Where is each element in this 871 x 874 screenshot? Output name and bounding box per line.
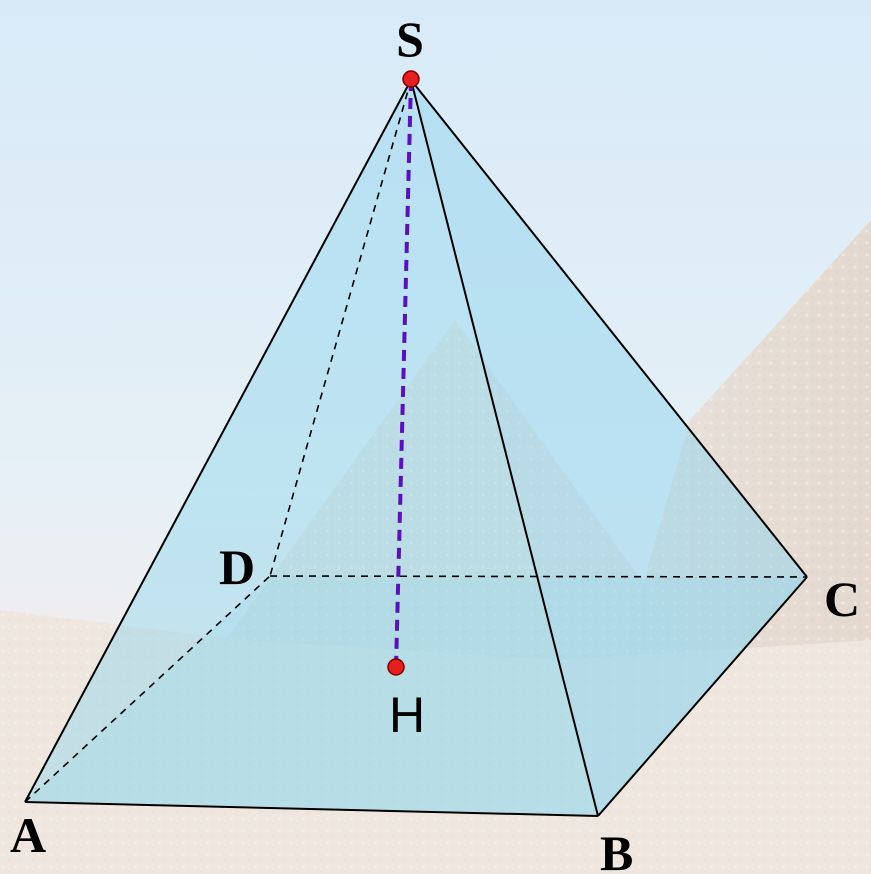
face-sab bbox=[25, 80, 598, 816]
visible-edges bbox=[24, 79, 808, 817]
edge-sc bbox=[410, 79, 808, 578]
label-c: C bbox=[824, 571, 860, 627]
label-s: S bbox=[396, 11, 424, 67]
edge-sd bbox=[269, 79, 412, 577]
face-sbc bbox=[411, 80, 807, 816]
label-d: D bbox=[219, 539, 255, 595]
base-abcd bbox=[25, 576, 807, 816]
label-h: H bbox=[389, 687, 425, 743]
label-a: A bbox=[10, 807, 46, 863]
edge-ad bbox=[24, 575, 271, 803]
point-s bbox=[402, 70, 420, 88]
point-h bbox=[387, 658, 405, 676]
label-b: B bbox=[600, 825, 633, 874]
edge-bc bbox=[597, 576, 808, 817]
edge-ab bbox=[24, 801, 599, 817]
edge-sa bbox=[24, 79, 412, 803]
height-sh bbox=[394, 79, 413, 668]
edge-dc bbox=[269, 575, 808, 578]
hidden-edges bbox=[24, 79, 808, 803]
pyramid-faces bbox=[25, 80, 807, 816]
edge-sb bbox=[410, 79, 599, 817]
